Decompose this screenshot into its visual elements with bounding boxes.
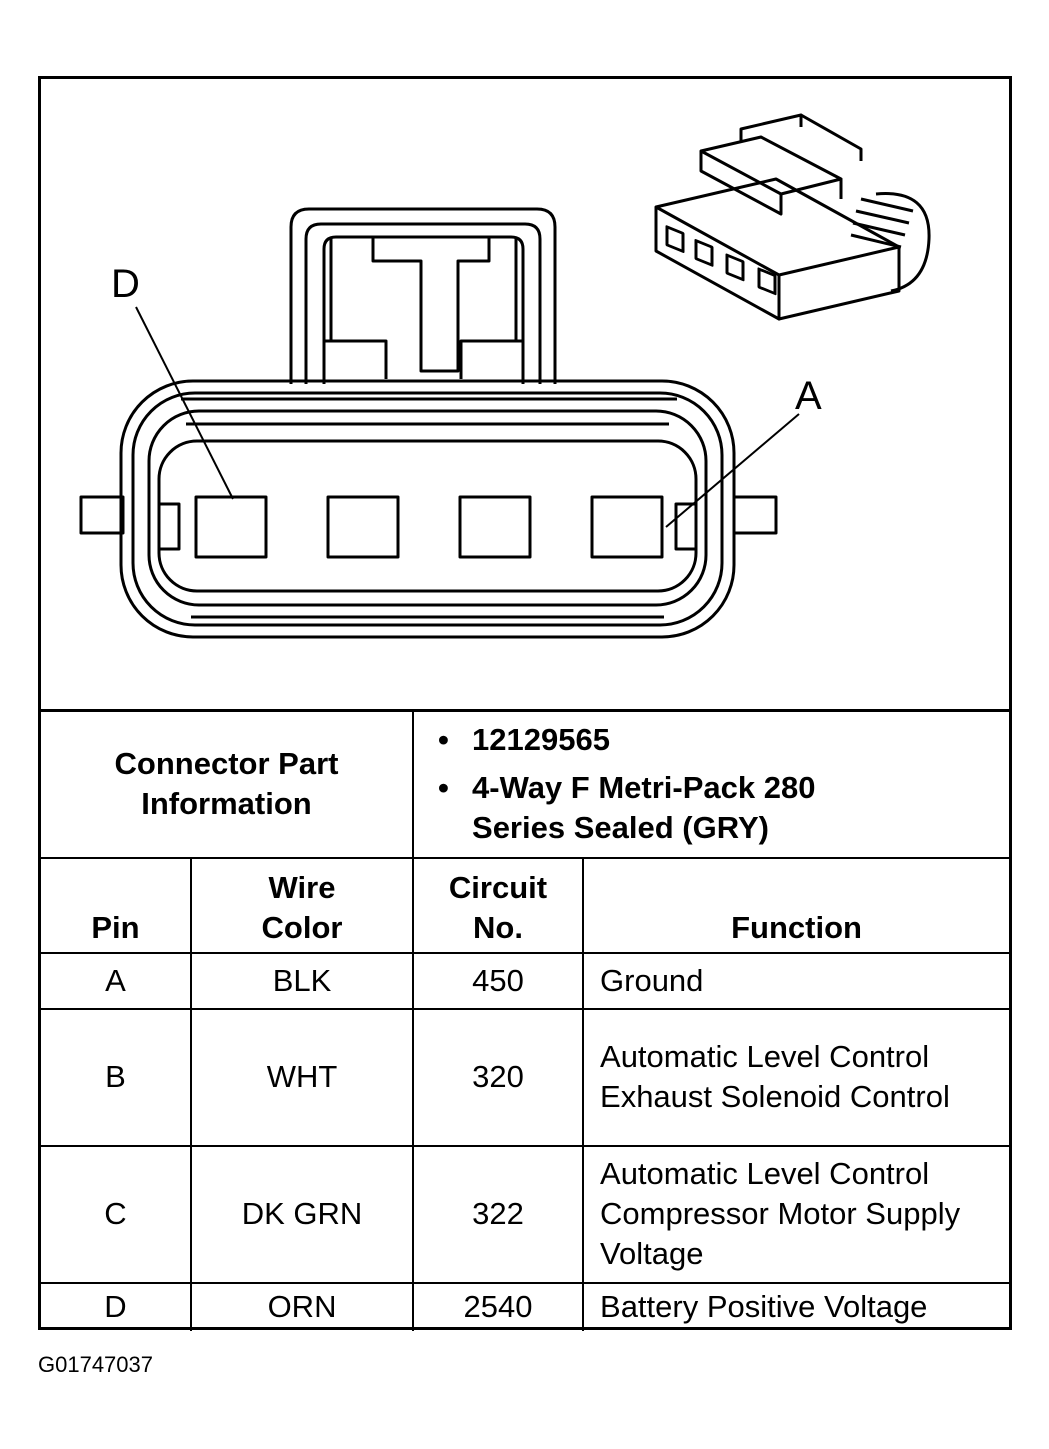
header-row: Pin Wire Color Circuit No. Function xyxy=(41,856,1010,954)
figure-code: G01747037 xyxy=(38,1352,153,1377)
row-b-wire-color: WHT xyxy=(189,1007,415,1147)
row-b-function: Automatic Level Control Exhaust Solenoid… xyxy=(582,1007,1010,1147)
row-a-circuit: 450 xyxy=(412,951,585,1010)
connector-part-info-values: 12129565 4-Way F Metri-Pack 280 Series S… xyxy=(412,709,1010,859)
diagram-frame: D A Connector Part Information 12129565 … xyxy=(38,76,1012,1331)
part-number: 12129565 xyxy=(438,716,1009,764)
header-circuit-no: Circuit No. xyxy=(412,856,585,954)
cavity-b xyxy=(458,495,532,559)
connector-drawing: D A xyxy=(41,79,1009,709)
row-c-pin: C xyxy=(41,1144,192,1284)
row-d-circuit: 2540 xyxy=(412,1281,585,1331)
table-row: B WHT 320 Automatic Level Control Exhaus… xyxy=(41,1007,1010,1147)
leader-line-d xyxy=(135,306,234,500)
pin-label-d: D xyxy=(111,262,140,306)
cavity-d xyxy=(194,495,268,559)
leader-line-a xyxy=(665,413,800,528)
row-b-circuit: 320 xyxy=(412,1007,585,1147)
row-d-wire-color: ORN xyxy=(189,1281,415,1331)
pin-label-a: A xyxy=(795,374,822,418)
row-c-function: Automatic Level Control Compressor Motor… xyxy=(582,1144,1010,1284)
row-c-circuit: 322 xyxy=(412,1144,585,1284)
row-d-function: Battery Positive Voltage xyxy=(582,1281,1010,1331)
connector-part-info-label: Connector Part Information xyxy=(41,709,415,859)
left-ear xyxy=(79,495,125,535)
cavity-c xyxy=(326,495,400,559)
locking-tab xyxy=(289,207,557,384)
row-c-wire-color: DK GRN xyxy=(189,1144,415,1284)
right-ear xyxy=(732,495,778,535)
row-a-wire-color: BLK xyxy=(189,951,415,1010)
connector-table: Connector Part Information 12129565 4-Wa… xyxy=(41,709,1010,1331)
row-b-pin: B xyxy=(41,1007,192,1147)
connector-part-info-row: Connector Part Information 12129565 4-Wa… xyxy=(41,709,1010,859)
connector-svg: D A xyxy=(79,113,931,639)
connector-description: 4-Way F Metri-Pack 280 Series Sealed (GR… xyxy=(438,764,902,852)
table-row: A BLK 450 Ground xyxy=(41,951,1010,1010)
cavity-a xyxy=(590,495,664,559)
row-a-pin: A xyxy=(41,951,192,1010)
table-row: D ORN 2540 Battery Positive Voltage xyxy=(41,1281,1010,1331)
connector-iso-view xyxy=(654,113,931,321)
header-function: Function xyxy=(582,856,1010,954)
row-d-pin: D xyxy=(41,1281,192,1331)
table-row: C DK GRN 322 Automatic Level Control Com… xyxy=(41,1144,1010,1284)
row-a-function: Ground xyxy=(582,951,1010,1010)
connector-housing xyxy=(119,379,736,639)
header-pin: Pin xyxy=(41,856,192,954)
header-wire-color: Wire Color xyxy=(189,856,415,954)
